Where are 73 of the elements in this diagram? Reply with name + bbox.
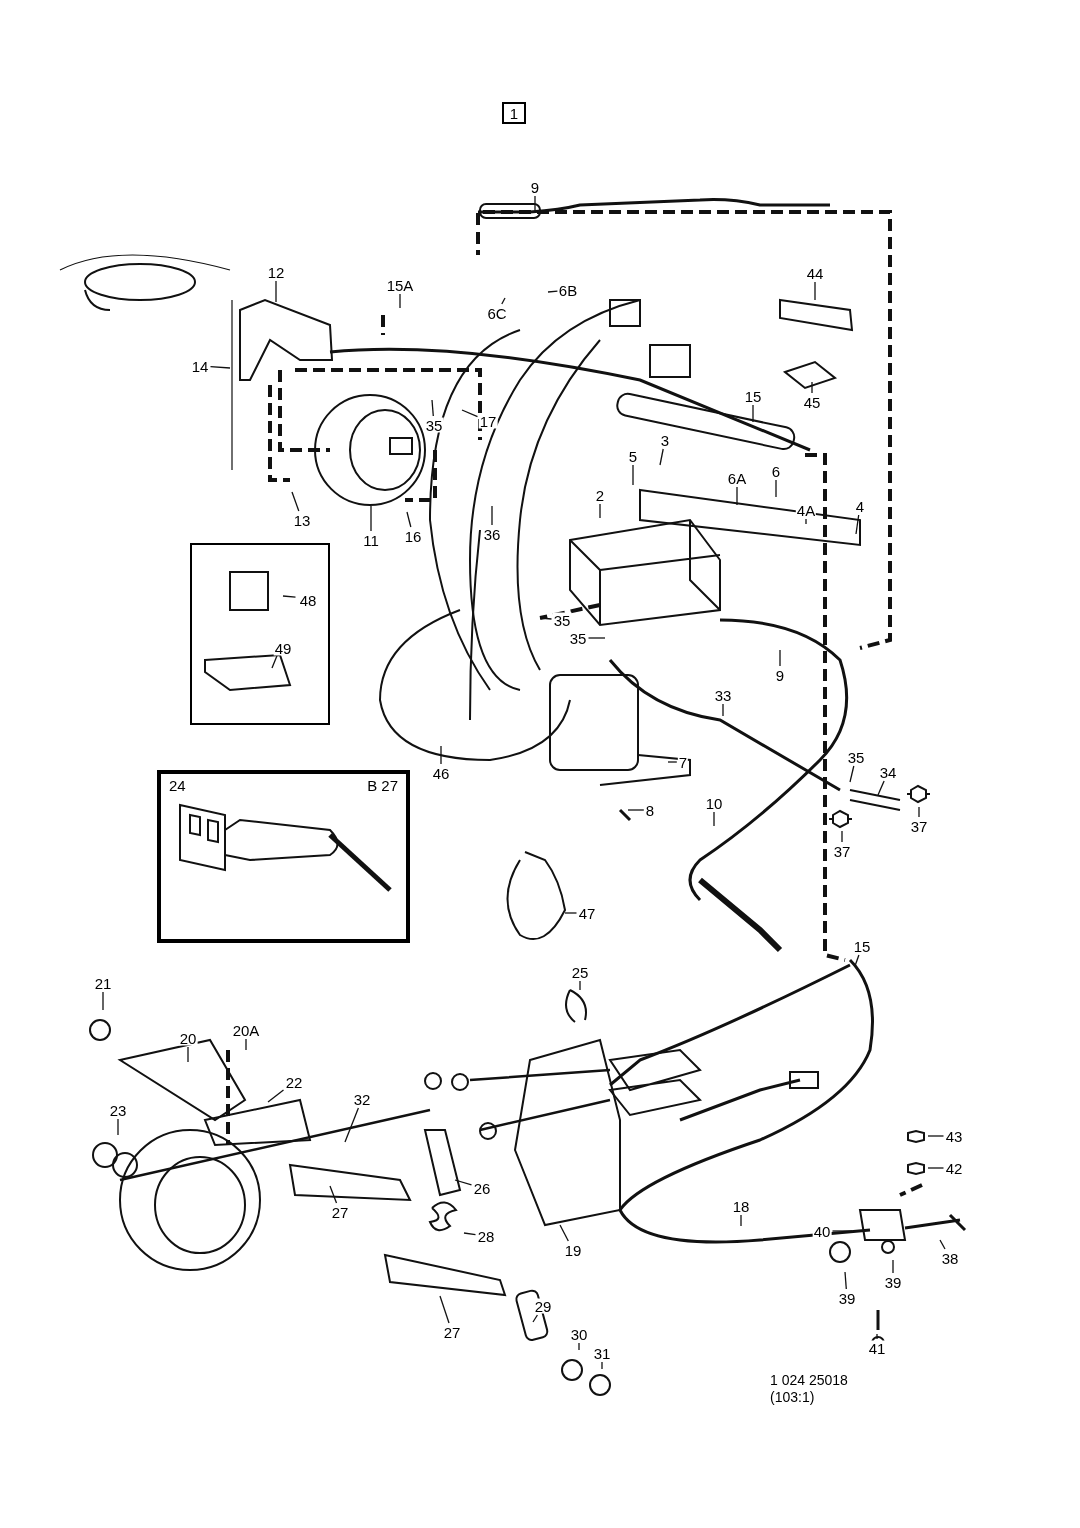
leader-line — [632, 464, 634, 486]
leader-line — [599, 503, 601, 519]
callout-number: 41 — [867, 1340, 887, 1356]
leader-line — [927, 1135, 945, 1137]
leader-line — [440, 745, 442, 765]
callout-number: 35 — [424, 417, 444, 433]
leader-line — [564, 912, 578, 914]
leader-line — [805, 518, 807, 525]
callout-number: 24 — [169, 778, 186, 793]
leader-line — [627, 809, 645, 811]
leader-line — [547, 290, 559, 293]
leader-line — [752, 404, 754, 423]
leader-line — [740, 1214, 742, 1227]
part-number-note: (103:1) — [770, 1389, 816, 1406]
leader-line — [736, 486, 738, 506]
leader-line — [501, 297, 506, 305]
leader-line — [399, 293, 401, 309]
leader-line — [918, 806, 920, 818]
leader-line — [578, 1342, 580, 1351]
leader-line — [431, 399, 434, 417]
leader-line — [659, 448, 664, 466]
callout-number: 35 — [552, 612, 572, 628]
leader-line — [892, 1259, 894, 1274]
leader-line — [587, 637, 606, 639]
leader-line — [775, 479, 777, 498]
callout-number: 29 — [533, 1298, 553, 1314]
leader-line — [854, 954, 860, 967]
leader-line — [831, 1230, 853, 1232]
leader-line — [454, 1179, 473, 1186]
leader-line — [329, 1185, 338, 1204]
leader-line — [601, 1361, 603, 1370]
figure-number-box: 1 — [502, 102, 526, 124]
leader-line — [491, 505, 493, 526]
leader-line — [927, 1167, 945, 1169]
leader-line — [344, 1107, 360, 1143]
leader-line — [187, 1046, 189, 1063]
leader-line — [463, 1232, 477, 1236]
leader-line — [532, 1314, 539, 1323]
leader-line — [841, 830, 843, 843]
leader-line — [291, 491, 300, 512]
leader-line — [370, 505, 372, 532]
inset-panel — [190, 543, 330, 725]
leader-line — [275, 280, 277, 303]
leader-line — [814, 281, 816, 301]
callout-number: 7 — [677, 754, 689, 770]
leader-line — [267, 1089, 285, 1103]
leader-line — [102, 991, 104, 1011]
callout-number: B 27 — [367, 778, 398, 793]
leader-line — [534, 195, 536, 213]
leader-line — [844, 1271, 847, 1290]
leader-line — [439, 1295, 450, 1324]
inset-panel — [157, 770, 410, 943]
leader-line — [559, 1224, 569, 1242]
leader-line — [939, 1239, 946, 1250]
leader-line — [579, 980, 581, 991]
leader-line — [811, 381, 813, 394]
leader-line — [282, 595, 297, 598]
leader-line — [849, 765, 855, 783]
leader-line — [877, 780, 885, 796]
leader-line — [117, 1118, 119, 1136]
leader-line — [855, 514, 860, 535]
leader-line — [779, 649, 781, 667]
leader-line — [539, 617, 553, 620]
leader-line — [209, 366, 231, 369]
leader-line — [245, 1038, 247, 1051]
leader-line — [406, 511, 412, 528]
leader-line — [876, 1333, 878, 1340]
leader-line — [713, 811, 715, 827]
leader-line — [461, 409, 479, 418]
leader-line — [667, 761, 678, 763]
leader-line — [271, 654, 278, 669]
leader-line — [722, 703, 724, 717]
part-number-note: 1 024 25018 — [770, 1372, 848, 1389]
